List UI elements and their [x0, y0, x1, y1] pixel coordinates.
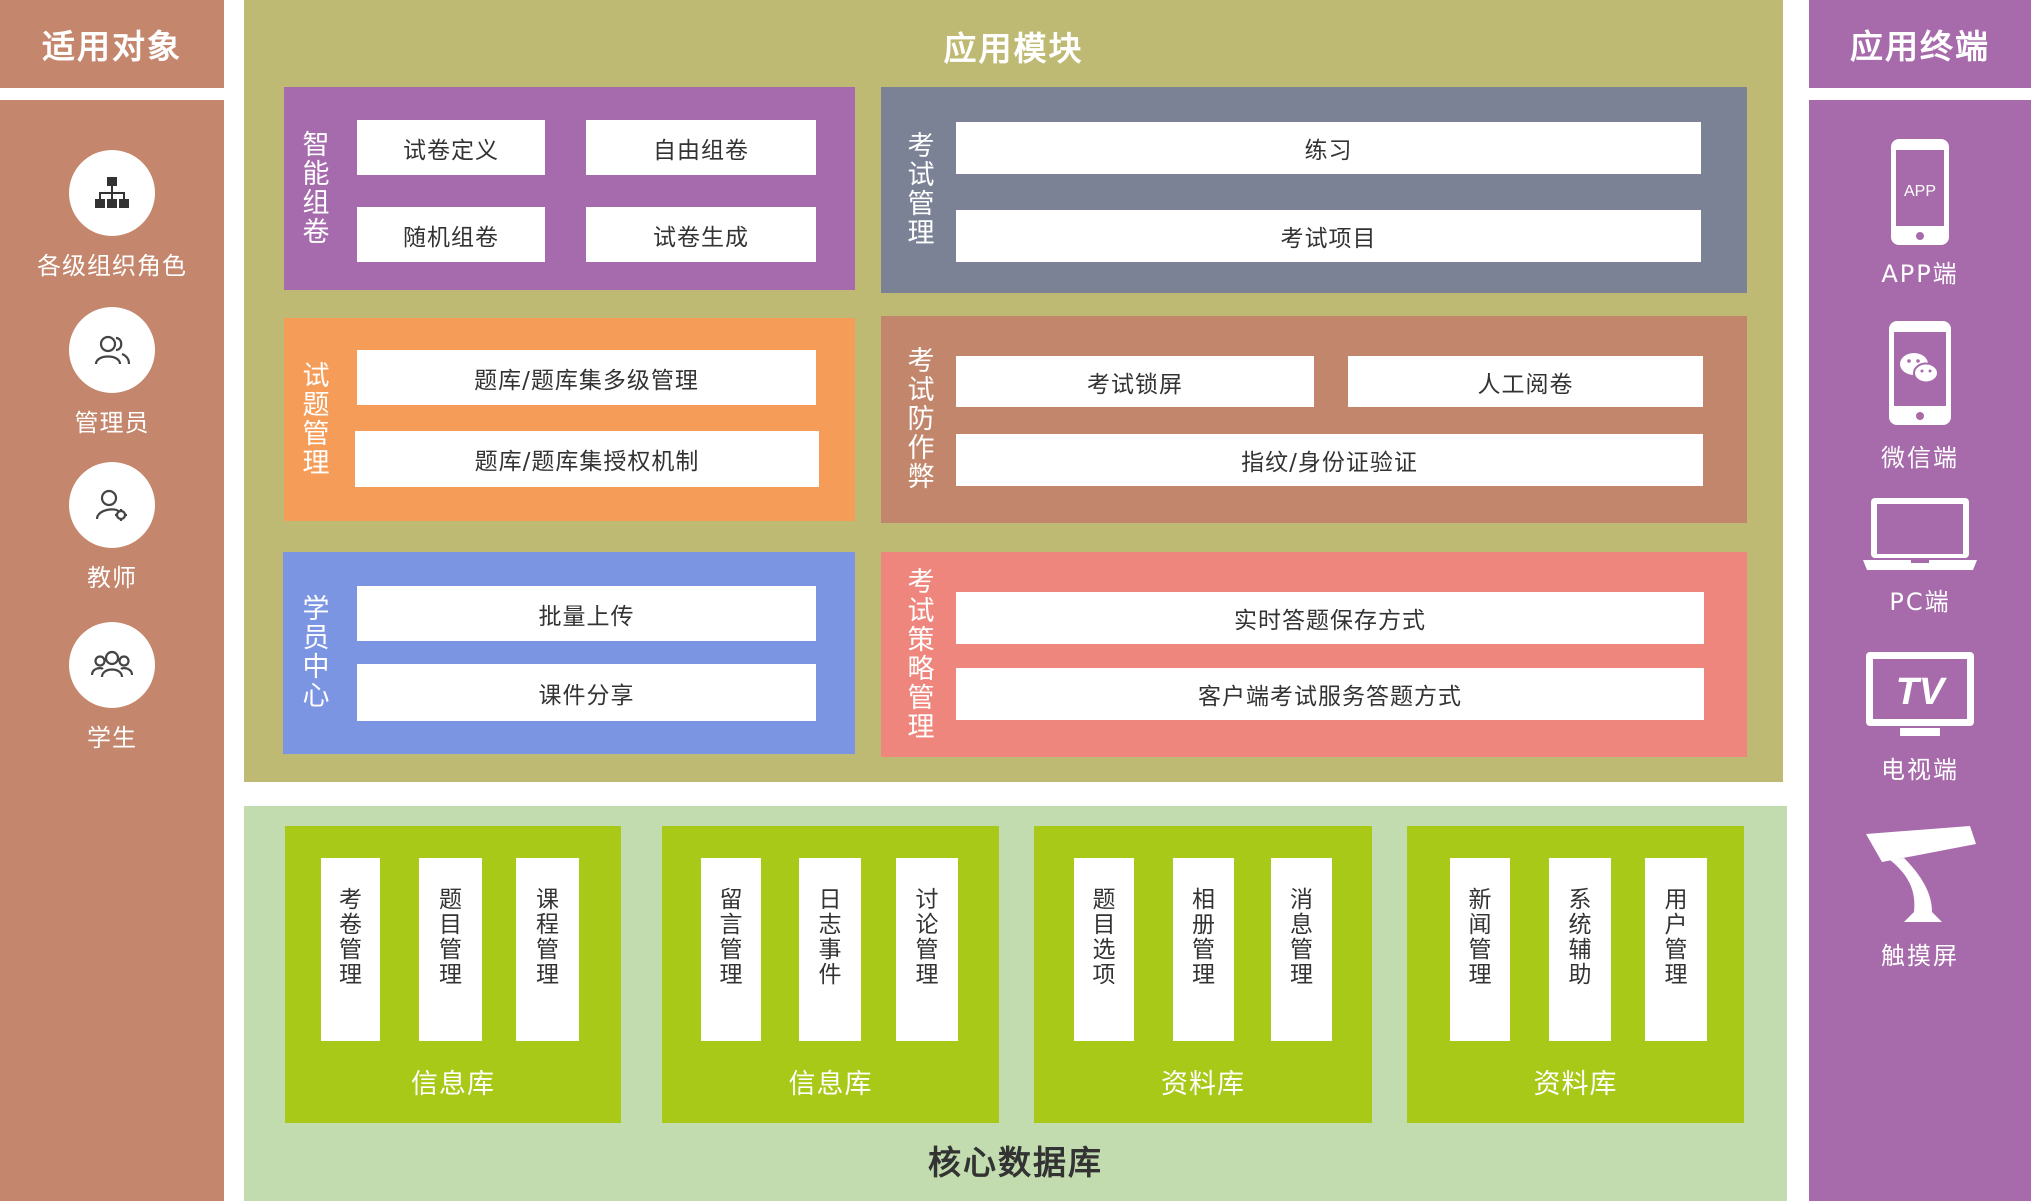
- terminals-header: 应用终端: [1809, 0, 2031, 88]
- svg-text:TV: TV: [1896, 671, 1947, 713]
- audience-item-org-roles: 各级组织角色: [0, 150, 224, 281]
- audience-label: 管理员: [74, 409, 150, 437]
- group-icon: [69, 622, 155, 708]
- exam-project-button[interactable]: 考试项目: [956, 210, 1701, 262]
- free-compose-button[interactable]: 自由组卷: [586, 120, 816, 175]
- db-item[interactable]: 课程管理: [516, 858, 579, 1041]
- audience-label: 教师: [87, 564, 137, 592]
- teacher-icon: [69, 462, 155, 548]
- question-bank-authorization-button[interactable]: 题库/题库集授权机制: [355, 431, 819, 487]
- db-group-title: 资料库: [1533, 1069, 1618, 1100]
- db-item[interactable]: 题目管理: [419, 858, 482, 1041]
- org-chart-icon: [69, 150, 155, 236]
- courseware-share-button[interactable]: 课件分享: [357, 664, 816, 721]
- db-item[interactable]: 题目选项: [1074, 858, 1134, 1041]
- db-item[interactable]: 考卷管理: [321, 858, 380, 1041]
- touch-kiosk-icon: [1860, 822, 1980, 932]
- terminal-touch: 触摸屏: [1809, 822, 2031, 971]
- strategy-label: 考试策略管理: [907, 566, 935, 743]
- strategy-module: 考试策略管理 实时答题保存方式 客户端考试服务答题方式: [881, 552, 1747, 757]
- realtime-save-button[interactable]: 实时答题保存方式: [956, 592, 1704, 644]
- question-mgmt-label: 试题管理: [302, 360, 330, 479]
- terminal-tv: TV 电视端: [1809, 650, 2031, 785]
- svg-text:APP: APP: [1904, 183, 1936, 200]
- audience-item-student: 学生: [0, 622, 224, 753]
- db-item[interactable]: 消息管理: [1271, 858, 1332, 1041]
- terminal-label: 触摸屏: [1881, 942, 1959, 970]
- audience-title: 适用对象: [42, 27, 182, 66]
- db-item[interactable]: 新闻管理: [1450, 858, 1510, 1041]
- db-group-title: 资料库: [1161, 1069, 1245, 1100]
- audience-label: 各级组织角色: [37, 252, 187, 280]
- terminal-wechat: 微信端: [1809, 320, 2031, 473]
- audience-item-admin: 管理员: [0, 307, 224, 438]
- smart-paper-module: 智能组卷 试卷定义 自由组卷 随机组卷 试卷生成: [284, 87, 855, 290]
- db-group-resource-1: 题目选项 相册管理 消息管理 资料库: [1034, 826, 1372, 1123]
- db-group-resource-2: 新闻管理 系统辅助 用户管理 资料库: [1407, 826, 1744, 1123]
- exam-lock-screen-button[interactable]: 考试锁屏: [956, 356, 1314, 407]
- terminal-label: PC端: [1889, 588, 1951, 616]
- exam-mgmt-label: 考试管理: [907, 131, 935, 249]
- anti-cheat-label: 考试防作弊: [907, 346, 935, 493]
- db-item[interactable]: 日志事件: [799, 858, 861, 1041]
- db-group-info-2: 留言管理 日志事件 讨论管理 信息库: [662, 826, 999, 1123]
- terminals-title: 应用终端: [1850, 27, 1990, 66]
- users-icon: [69, 307, 155, 393]
- tv-icon: TV: [1864, 650, 1976, 740]
- audience-item-teacher: 教师: [0, 462, 224, 593]
- database-title: 核心数据库: [928, 1143, 1103, 1182]
- exam-mgmt-module: 考试管理 练习 考试项目: [881, 87, 1747, 293]
- random-compose-button[interactable]: 随机组卷: [357, 207, 545, 262]
- question-bank-multilevel-button[interactable]: 题库/题库集多级管理: [357, 350, 816, 405]
- paper-definition-button[interactable]: 试卷定义: [357, 120, 545, 175]
- client-exam-service-button[interactable]: 客户端考试服务答题方式: [956, 668, 1704, 720]
- question-mgmt-module: 试题管理 题库/题库集多级管理 题库/题库集授权机制: [284, 318, 855, 521]
- db-item[interactable]: 相册管理: [1173, 858, 1234, 1041]
- db-item[interactable]: 留言管理: [701, 858, 761, 1041]
- db-item[interactable]: 讨论管理: [896, 858, 958, 1041]
- modules-panel: 应用模块 智能组卷 试卷定义 自由组卷 随机组卷 试卷生成 考试管理 练习 考试…: [244, 0, 1783, 782]
- anti-cheat-module: 考试防作弊 考试锁屏 人工阅卷 指纹/身份证验证: [881, 316, 1747, 523]
- terminal-app: APP APP端: [1809, 138, 2031, 289]
- student-center-label: 学员中心: [302, 594, 330, 712]
- db-group-title: 信息库: [411, 1069, 495, 1100]
- batch-upload-button[interactable]: 批量上传: [357, 586, 816, 641]
- terminals-panel: APP APP端 微信端: [1809, 100, 2031, 1201]
- db-item[interactable]: 用户管理: [1645, 858, 1707, 1041]
- wechat-phone-icon: [1888, 320, 1952, 426]
- audience-panel: 各级组织角色 管理员 教师: [0, 100, 224, 1201]
- database-panel: 考卷管理 题目管理 课程管理 信息库 留言管理 日志事件 讨论管理 信息库 题目…: [244, 806, 1787, 1201]
- db-group-title: 信息库: [788, 1069, 873, 1100]
- modules-title: 应用模块: [943, 29, 1084, 68]
- audience-header: 适用对象: [0, 0, 224, 88]
- terminal-label: 微信端: [1881, 444, 1959, 472]
- smart-paper-label: 智能组卷: [302, 129, 330, 248]
- student-center-module: 学员中心 批量上传 课件分享: [283, 552, 855, 754]
- laptop-icon: [1861, 496, 1979, 572]
- practice-button[interactable]: 练习: [956, 122, 1701, 174]
- terminal-label: APP端: [1881, 260, 1959, 288]
- terminal-pc: PC端: [1809, 496, 2031, 617]
- db-item[interactable]: 系统辅助: [1549, 858, 1611, 1041]
- terminal-label: 电视端: [1881, 756, 1959, 784]
- phone-app-icon: APP: [1890, 138, 1950, 246]
- paper-generate-button[interactable]: 试卷生成: [586, 207, 816, 262]
- fingerprint-id-verify-button[interactable]: 指纹/身份证验证: [956, 434, 1703, 486]
- db-group-info-1: 考卷管理 题目管理 课程管理 信息库: [285, 826, 621, 1123]
- manual-grading-button[interactable]: 人工阅卷: [1348, 356, 1703, 407]
- audience-label: 学生: [87, 724, 137, 752]
